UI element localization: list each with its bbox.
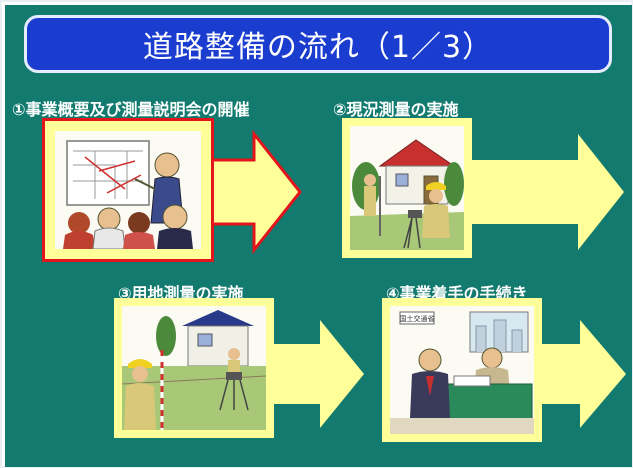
step-3-arrow <box>264 320 364 428</box>
survey-house-illustration <box>350 126 464 250</box>
office-sign: 国土交通省 <box>400 314 435 323</box>
step-2-arrow <box>472 134 624 250</box>
office-procedure-illustration: 国土交通省 <box>390 306 534 434</box>
title-box: 道路整備の流れ（1／3） <box>24 15 612 73</box>
step-4-arrow <box>532 320 626 428</box>
step-4-panel: 国土交通省 <box>382 298 542 442</box>
land-survey-illustration <box>122 306 266 430</box>
step-3-panel <box>114 298 274 438</box>
page-title: 道路整備の流れ（1／3） <box>142 30 494 65</box>
step-1-label: ①事業概要及び測量説明会の開催 <box>12 100 250 119</box>
step-1-panel <box>42 118 214 262</box>
step-2-panel <box>342 118 472 258</box>
step-2-label: ②現況測量の実施 <box>333 100 459 119</box>
briefing-meeting-illustration <box>55 131 201 249</box>
